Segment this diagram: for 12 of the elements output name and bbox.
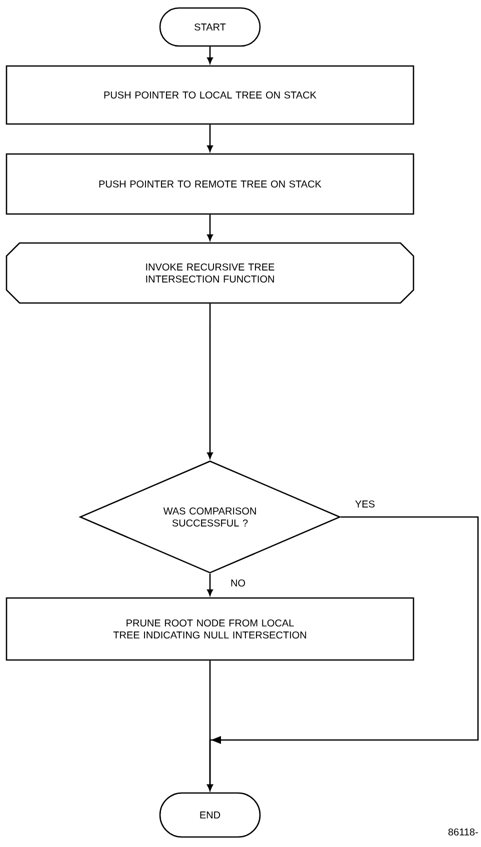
arrow	[207, 214, 213, 241]
process-box: PRUNE ROOT NODE FROM LOCAL TREE INDICATING NULL INTERSECTION	[6, 597, 414, 661]
arrow	[207, 46, 213, 64]
arrow	[207, 304, 213, 459]
edge-label: NO	[230, 578, 246, 588]
arrow	[207, 574, 213, 596]
edge-label: YES	[354, 499, 376, 509]
process-box: PUSH POINTER TO LOCAL TREE ON STACK	[6, 65, 414, 125]
arrow	[207, 124, 213, 152]
arrow	[207, 516, 479, 791]
figure-number: 86118-	[448, 828, 478, 836]
process-box: PUSH POINTER TO REMOTE TREE ON STACK	[6, 153, 414, 215]
